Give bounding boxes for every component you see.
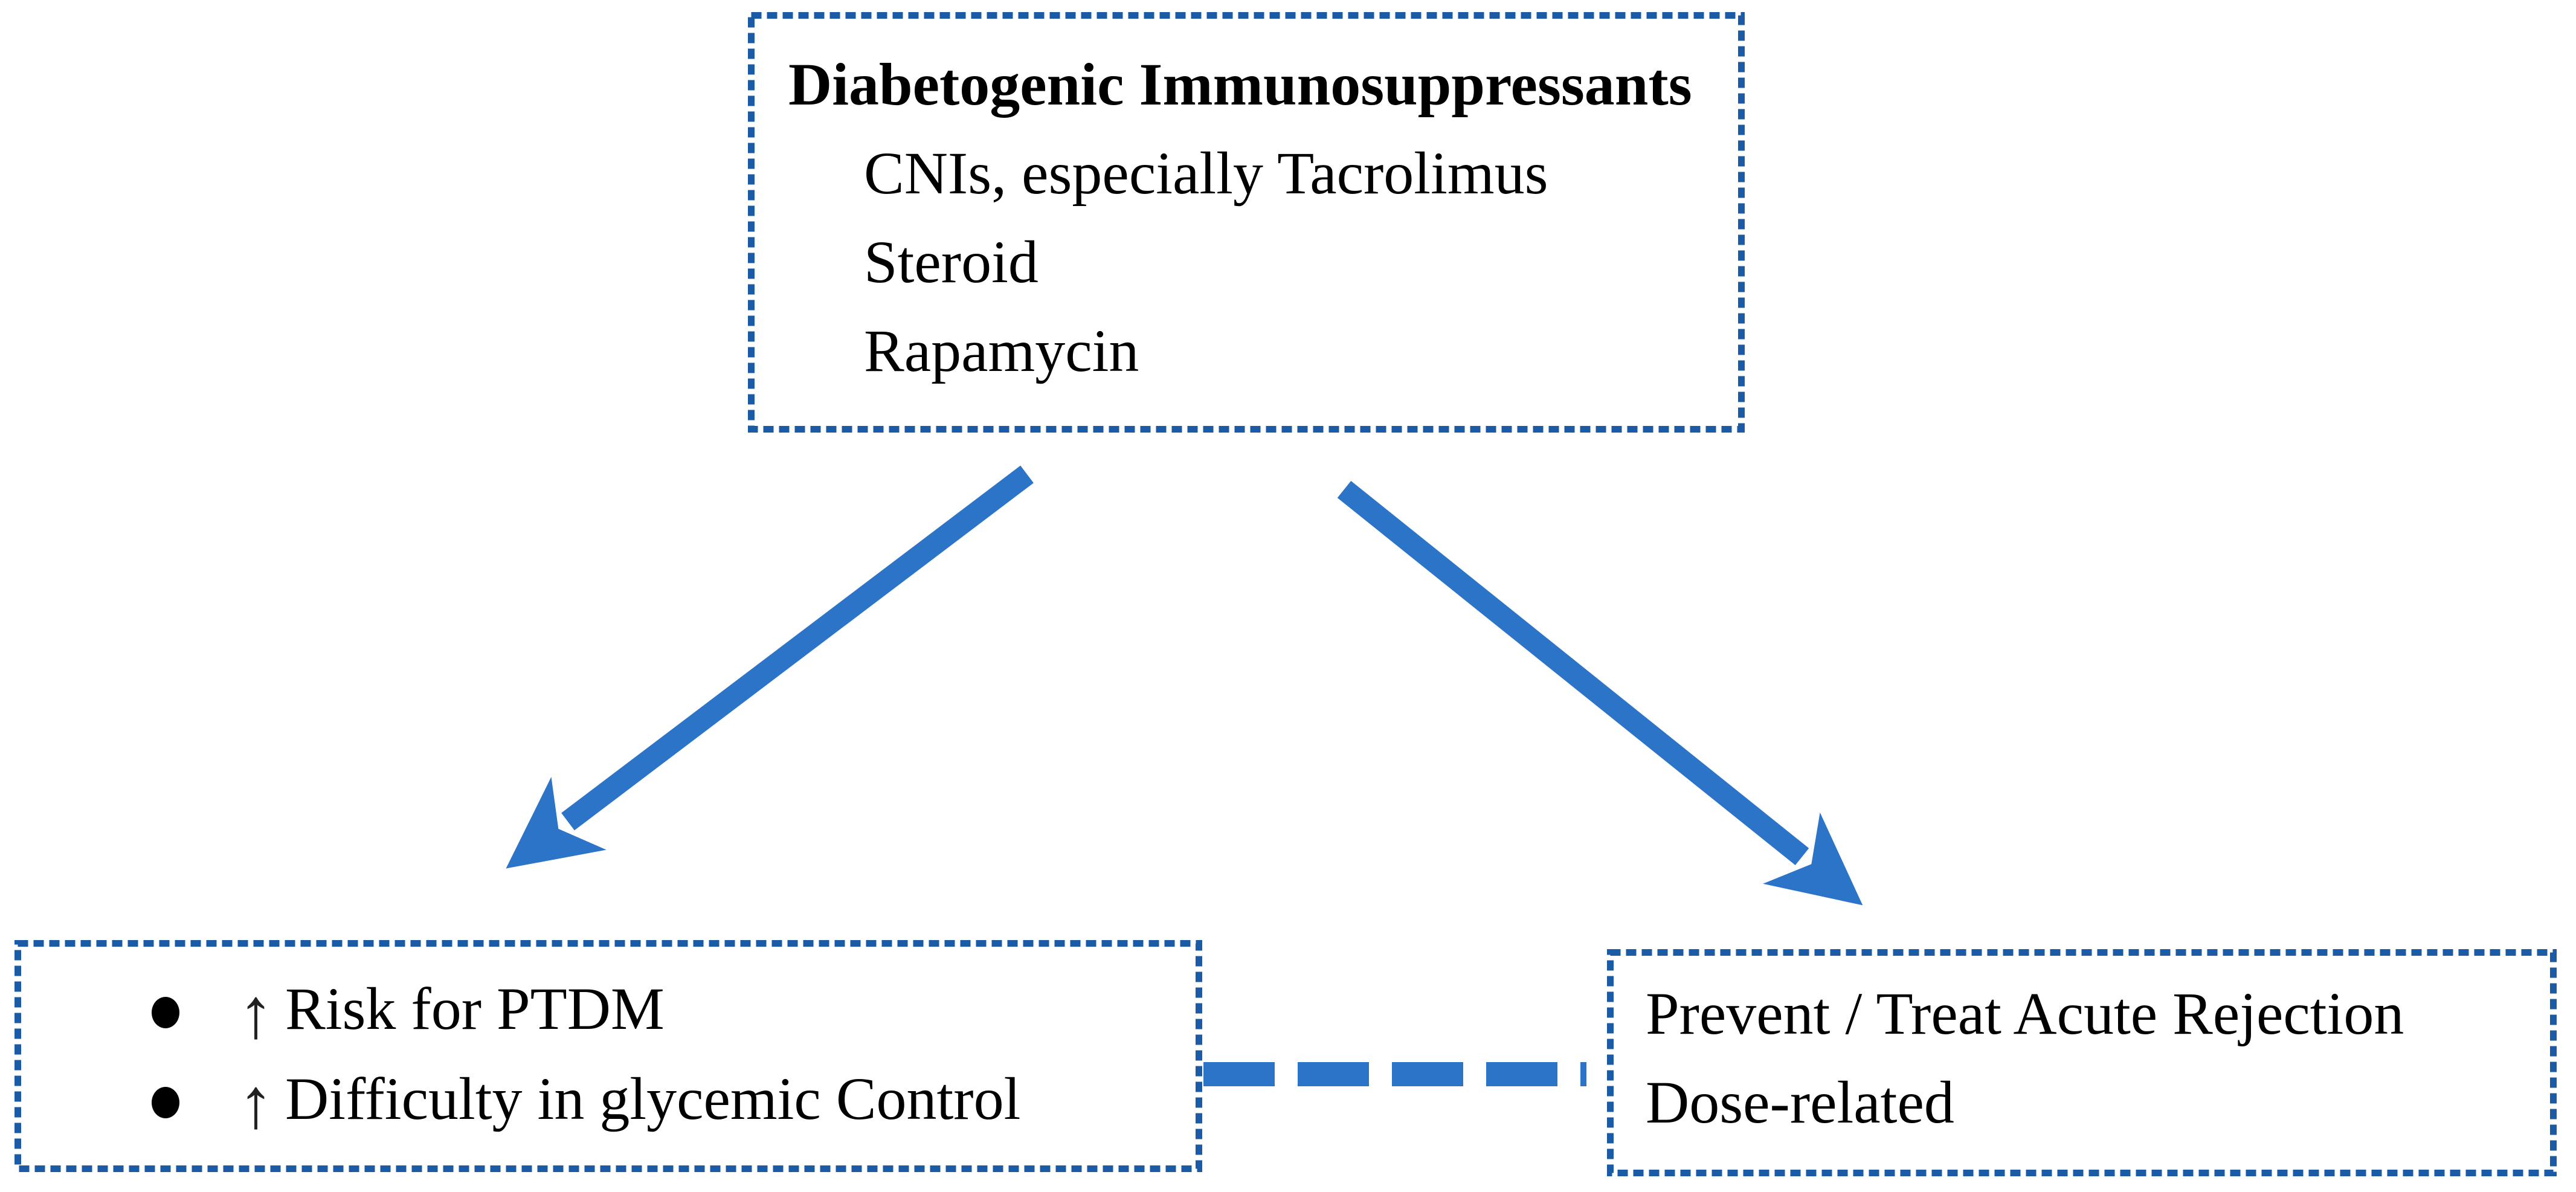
left-box-item-glycemic: Difficulty in glycemic Control	[285, 1065, 1021, 1132]
up-arrow-icon: ↑	[238, 974, 274, 1053]
right-box-item-rejection: Prevent / Treat Acute Rejection	[1646, 980, 2404, 1047]
top-box-title: Diabetogenic Immunosuppressants	[788, 51, 1692, 118]
right-box-item-dose: Dose-related	[1646, 1069, 1954, 1136]
left-box-border	[14, 940, 1202, 1172]
right-box-border	[1607, 949, 2557, 1176]
up-arrow-icon: ↑	[238, 1064, 274, 1143]
bullet-icon	[152, 1087, 179, 1118]
bullet-icon	[152, 997, 179, 1028]
arrow-to-right-box	[1337, 480, 1863, 906]
arrow-to-left-box	[506, 465, 1034, 869]
top-box-border	[748, 12, 1745, 433]
top-box-item-steroid: Steroid	[864, 228, 1038, 295]
top-box-item-rapamycin: Rapamycin	[864, 317, 1139, 384]
top-box-item-cnis: CNIs, especially Tacrolimus	[864, 140, 1548, 207]
left-box-item-risk: Risk for PTDM	[285, 975, 665, 1042]
